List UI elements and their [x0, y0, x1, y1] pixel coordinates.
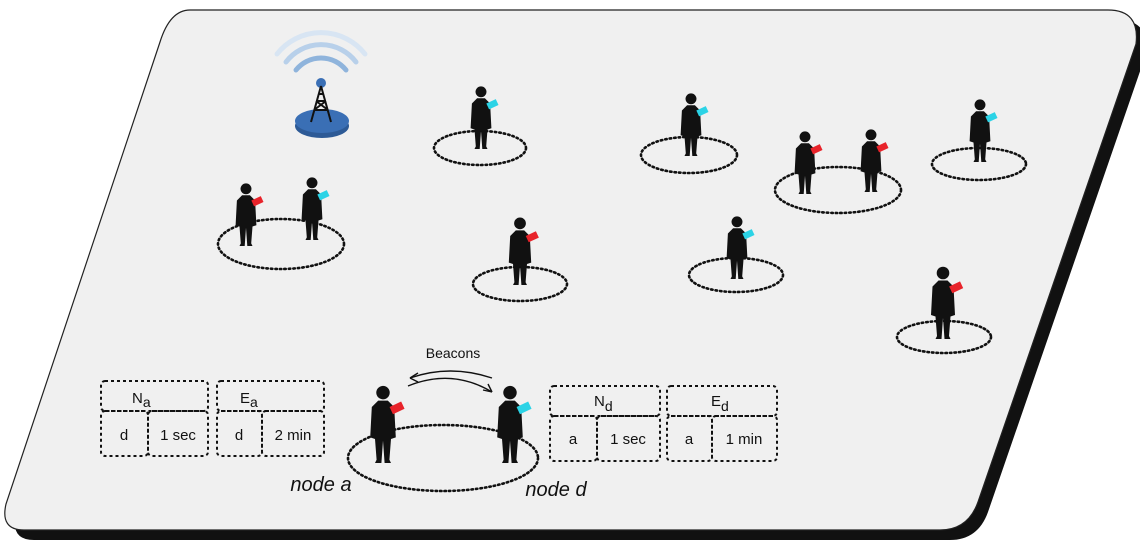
table-cell: d: [235, 427, 243, 444]
table-text: Na d 1 sec Ea d 2 min Nd a 1 sec Ed a 1 …: [120, 390, 763, 448]
person-node-d: [497, 385, 532, 463]
table-cell: 2 min: [275, 427, 312, 444]
table-cell: d: [120, 427, 128, 444]
range-circle-nodes-a-d: [346, 423, 540, 493]
person-with-phone-icon: [508, 217, 539, 285]
table-cell: 1 min: [726, 431, 763, 448]
beacon-arrow-to-a: [409, 370, 493, 379]
range-circle: [216, 217, 346, 271]
node-d-label: node d: [525, 479, 587, 501]
person-with-phone-icon: [860, 129, 889, 192]
table-cell: a: [569, 431, 578, 448]
beacon-arrows: [407, 370, 493, 393]
person-node-a: [370, 385, 405, 463]
range-circle: [432, 129, 528, 167]
person-with-phone-icon: [235, 183, 264, 246]
person-with-phone-icon: [680, 93, 709, 156]
table-header: Ea: [240, 390, 258, 410]
table-header: Nd: [594, 393, 613, 414]
table-node-a-e: [216, 380, 325, 457]
table-node-d-n: [549, 385, 661, 462]
cell-tower-icon: [274, 30, 368, 138]
range-circle: [471, 265, 569, 303]
table-node-a-n: [100, 380, 209, 457]
node-a-label: node a: [290, 474, 351, 496]
person-with-phone-icon: [969, 99, 998, 162]
table-node-d-e: [666, 385, 778, 462]
table-cell: a: [685, 431, 694, 448]
beacon-arrow-to-d: [407, 377, 493, 393]
tables: [100, 380, 778, 462]
table-header: Na: [132, 390, 151, 410]
person-with-phone-icon: [931, 266, 964, 339]
people: [235, 86, 998, 463]
person-with-phone-icon: [470, 86, 499, 149]
person-with-phone-icon: [301, 177, 330, 240]
table-cell: 1 sec: [610, 431, 646, 448]
table-cell: 1 sec: [160, 427, 196, 444]
plane: [4, 9, 1138, 531]
person-with-phone-icon: [794, 131, 823, 194]
table-header: Ed: [711, 393, 729, 414]
beacons-label: Beacons: [426, 345, 480, 361]
person-with-phone-icon: [726, 216, 755, 279]
range-circle: [773, 165, 903, 215]
